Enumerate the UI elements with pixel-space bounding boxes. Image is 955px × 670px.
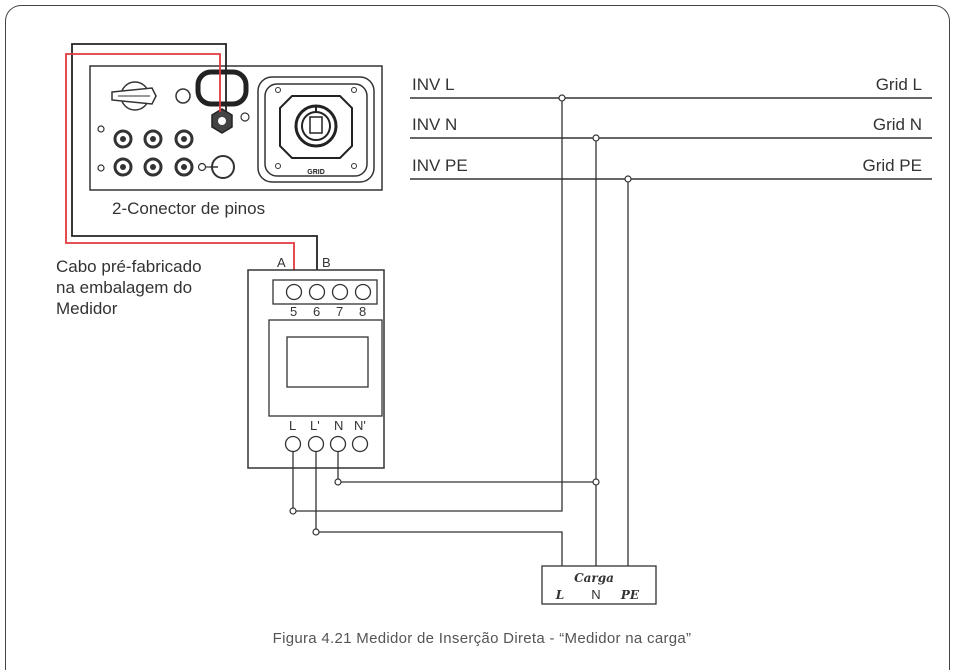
- terminal-n: [329, 435, 347, 453]
- dc-switch-icon: [111, 81, 157, 111]
- load-terminal-pe: PE: [620, 588, 640, 602]
- junction-icon: [334, 478, 342, 486]
- diagram-frame: [5, 5, 950, 670]
- inv-pe-label: INV PE: [412, 156, 468, 175]
- terminal-number-5: 5: [290, 304, 297, 319]
- load-title: Carga: [574, 571, 614, 585]
- terminal-number-7: 7: [336, 304, 343, 319]
- cable-label-line-1: Cabo pré-fabricado: [56, 257, 202, 276]
- pv-connector-icons: [113, 129, 194, 177]
- junction-icon: [289, 507, 297, 515]
- terminal-n-prime: [351, 435, 369, 453]
- load-terminal-l: L: [555, 588, 564, 602]
- load-outline: [541, 565, 657, 605]
- junction-icon: [592, 478, 600, 486]
- ac-bus-lines: [410, 97, 932, 180]
- meter-communication-cable: [65, 43, 318, 292]
- small-port-icon: [175, 88, 191, 104]
- terminal-label-n: N: [334, 418, 343, 433]
- screw-icon: [240, 112, 250, 122]
- terminal-5: [285, 283, 303, 301]
- meter-display-screen: [286, 336, 369, 388]
- grid-socket-label: GRID: [307, 169, 325, 176]
- screw-icon: [97, 125, 105, 133]
- terminal-label-n-prime: N': [354, 418, 366, 433]
- terminal-8: [354, 283, 372, 301]
- grid-ac-socket-icon: GRID: [257, 76, 375, 183]
- cable-label-line-2: na embalagem do: [56, 278, 192, 297]
- inv-l-label: INV L: [412, 75, 455, 94]
- terminal-7: [331, 283, 349, 301]
- meter-plug-icon: [211, 108, 233, 134]
- terminal-label-b: B: [322, 255, 331, 270]
- energy-meter: A B 5 6 7 8 L L' N N': [247, 255, 385, 469]
- com-port-icon: [195, 69, 249, 107]
- grid-pe-label: Grid PE: [862, 156, 922, 175]
- load-box: Carga L N PE: [541, 565, 657, 605]
- terminal-number-8: 8: [359, 304, 366, 319]
- junction-icon: [592, 134, 600, 142]
- terminal-label-l: L: [289, 418, 296, 433]
- load-terminal-n: N: [591, 587, 600, 602]
- wire-bus-l-to-meter-l: [292, 98, 563, 512]
- grid-l-label: Grid L: [876, 75, 922, 94]
- terminal-label-a: A: [277, 255, 286, 270]
- terminal-l-prime: [307, 435, 325, 453]
- terminal-number-6: 6: [313, 304, 320, 319]
- junction-icon: [624, 175, 632, 183]
- figure-caption: Figura 4.21 Medidor de Inserção Direta -…: [273, 630, 692, 647]
- junction-icon: [312, 528, 320, 536]
- junction-dots: [289, 94, 632, 536]
- inverter-connector-panel: GRID: [89, 65, 383, 191]
- terminal-l: [284, 435, 302, 453]
- cable-wire-black: [71, 43, 318, 292]
- ground-port-icon: [197, 155, 235, 179]
- load-wires: [292, 98, 629, 566]
- screw-icon: [97, 164, 105, 172]
- connector-label: 2-Conector de pinos: [112, 199, 265, 218]
- terminal-label-l-prime: L': [310, 418, 320, 433]
- junction-icon: [558, 94, 566, 102]
- cable-wire-red: [65, 53, 295, 292]
- wire-meter-lprime-to-load-l: [315, 451, 563, 566]
- terminal-6: [308, 283, 326, 301]
- inv-n-label: INV N: [412, 115, 457, 134]
- cable-label-line-3: Medidor: [56, 299, 118, 318]
- grid-n-label: Grid N: [873, 115, 922, 134]
